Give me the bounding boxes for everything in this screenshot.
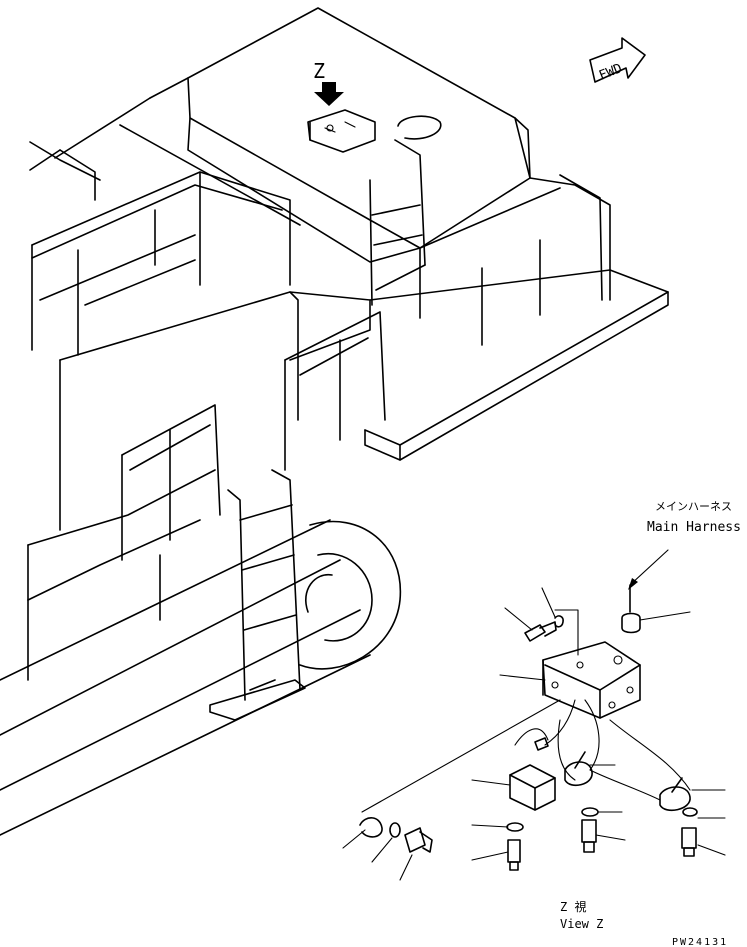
drawing-number-label: PW24131 (672, 937, 728, 947)
view-direction-arrow-icon (314, 82, 344, 106)
view-z-jp-label: Z 視 (560, 899, 586, 914)
handrails (31, 139, 426, 621)
switch-box-on-hood (307, 109, 376, 153)
access-ladder (209, 469, 306, 721)
view-z-detail (342, 549, 726, 881)
forward-arrow-label: FWD (597, 61, 625, 84)
view-z-en-label: View Z (560, 917, 603, 931)
main-harness-en-label: Main Harness (647, 520, 741, 535)
machine-body (0, 7, 669, 836)
fwd-arrow-icon (589, 37, 646, 83)
main-harness-jp-label: メインハーネス (655, 500, 732, 513)
view-marker-label: Z (313, 59, 325, 83)
